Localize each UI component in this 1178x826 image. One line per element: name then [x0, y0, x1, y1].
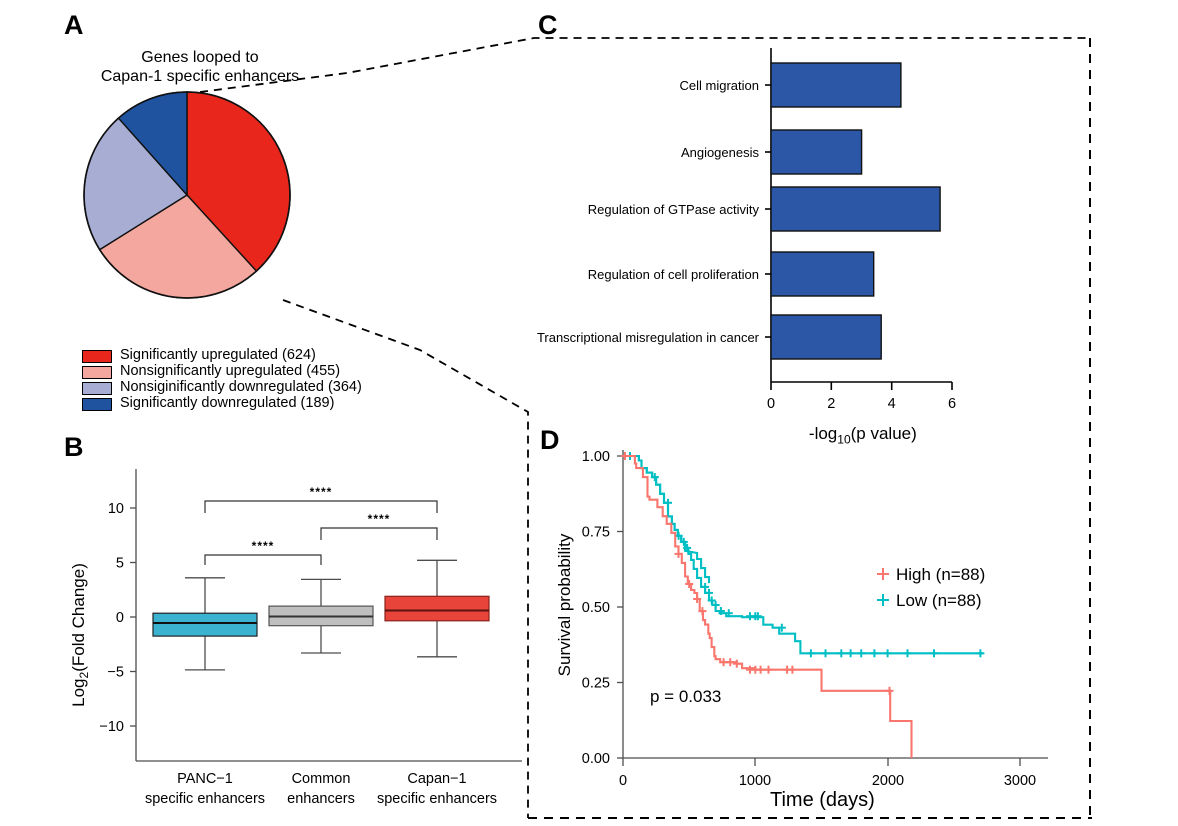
boxplot-xlabel-capan1-l1: Capan−1 — [407, 771, 466, 787]
bar-cell-migration — [770, 62, 902, 108]
go-enrichment-bar-chart: Cell migration Angiogenesis Regulation o… — [537, 48, 956, 412]
pie-outline — [83, 91, 291, 299]
km-x-ticks: 0 1000 2000 3000 — [619, 758, 1036, 789]
stars-common-capan1: **** — [368, 512, 391, 526]
boxplot-xlabel-common-l1: Common — [292, 771, 351, 787]
goc-label-regulation-of-cell-proliferation: Regulation of cell proliferation — [588, 267, 759, 282]
stars-panc1-common: **** — [252, 539, 275, 553]
bracket-panc1-capan1 — [204, 500, 438, 513]
km-xtick-0: 0 — [619, 773, 627, 789]
goc-xtick-0: 0 — [767, 396, 775, 412]
km-legend-marker-low — [877, 594, 889, 606]
goc-bars — [770, 62, 941, 360]
km-legend: High (n=88) Low (n=88) — [877, 565, 985, 610]
goc-xtick-6: 6 — [948, 396, 956, 412]
boxplot-ytick-minus10: −10 — [99, 719, 124, 735]
boxplot-ytick-5: 5 — [116, 556, 124, 572]
goc-label-angiogenesis: Angiogenesis — [681, 145, 760, 160]
box-group-panc1 — [152, 577, 258, 671]
km-xtick-1000: 1000 — [739, 773, 771, 789]
km-y-ticks: 1.00 0.75 0.50 0.25 0.00 — [582, 449, 623, 767]
legend-swatch-nonsignificantly-downregulated — [82, 382, 112, 395]
goc-x-ticks: 0 2 4 6 — [767, 382, 956, 412]
legend-label-significantly-upregulated: Significantly upregulated (624) — [120, 347, 316, 363]
legend-swatch-nonsignificantly-upregulated — [82, 366, 112, 379]
boxplot-y-axis-title: Log2(Fold Change) — [69, 563, 91, 707]
panel-letter-c: C — [538, 10, 558, 40]
goc-x-axis-title-pre: -log — [808, 423, 838, 443]
kaplan-meier-chart: 1.00 0.75 0.50 0.25 0.00 0 1000 2000 300… — [555, 449, 1048, 789]
km-curve-high-steps — [623, 454, 913, 758]
legend-label-significantly-downregulated: Significantly downregulated (189) — [120, 395, 335, 411]
km-xtick-2000: 2000 — [872, 773, 904, 789]
goc-xtick-2: 2 — [827, 396, 835, 412]
goc-label-cell-migration: Cell migration — [680, 78, 759, 93]
boxplot-y-ticks: 10 5 0 −5 −10 — [99, 501, 136, 735]
goc-x-axis-title: -log10(p value) — [790, 403, 917, 467]
km-pvalue-annotation: p = 0.033 — [650, 687, 721, 706]
goc-xtick-4: 4 — [888, 396, 896, 412]
panel-a-title-line2: Capan-1 specific enhancers — [100, 68, 300, 85]
legend-swatch-significantly-upregulated — [82, 350, 112, 363]
bar-regulation-of-cell-proliferation — [770, 251, 875, 297]
boxplot-xlabel-panc1-l2: specific enhancers — [145, 791, 265, 807]
boxplot-xlabel-panc1-l1: PANC−1 — [177, 771, 233, 787]
km-legend-marker-high — [877, 568, 889, 580]
legend-swatch-significantly-downregulated — [82, 398, 112, 411]
boxplot-x-labels: PANC−1 specific enhancers Common enhance… — [145, 771, 497, 807]
panel-a-title-line1: Genes looped to — [141, 49, 259, 66]
goc-x-axis-title-post: (p value) — [850, 423, 917, 443]
km-y-axis-title: Survival probability — [555, 533, 574, 676]
km-curve-low-steps — [623, 454, 984, 655]
km-ytick-075: 0.75 — [582, 525, 610, 541]
pie-chart — [83, 91, 291, 299]
bar-angiogenesis — [770, 129, 863, 175]
bar-regulation-of-gtpase-activity — [770, 186, 941, 232]
panel-letter-b: B — [64, 432, 84, 462]
km-xtick-3000: 3000 — [1004, 773, 1036, 789]
goc-x-axis-title-sub: 10 — [837, 432, 851, 447]
boxplot-xlabel-capan1-l2: specific enhancers — [377, 791, 497, 807]
box-group-common — [268, 578, 374, 654]
boxplot-chart: 10 5 0 −5 −10 Log2(Fold Change) — [69, 469, 522, 807]
box-group-capan1 — [384, 559, 490, 658]
goc-label-transcriptional-misregulation-in-cancer: Transcriptional misregulation in cancer — [537, 330, 760, 345]
km-legend-label-low: Low (n=88) — [896, 591, 982, 610]
km-ytick-025: 0.25 — [582, 676, 610, 692]
km-x-axis-title: Time (days) — [770, 789, 875, 811]
box-capan1 — [384, 595, 490, 622]
legend-label-nonsignificantly-downregulated: Nonsiginificantly downregulated (364) — [120, 379, 362, 395]
panel-letter-d: D — [540, 425, 560, 455]
bracket-common-capan1 — [320, 527, 438, 540]
boxplot-ytick-minus5: −5 — [107, 665, 124, 681]
boxplot-xlabel-common-l2: enhancers — [287, 791, 355, 807]
bar-transcriptional-misregulation-in-cancer — [770, 314, 882, 360]
box-panc1 — [152, 612, 258, 637]
bracket-panc1-common — [204, 554, 322, 565]
significance-brackets: **** **** **** — [204, 485, 438, 565]
panel-letter-a: A — [64, 10, 84, 40]
km-ytick-000: 0.00 — [582, 751, 610, 767]
legend-label-nonsignificantly-upregulated: Nonsignificantly upregulated (455) — [120, 363, 341, 379]
km-ytick-050: 0.50 — [582, 600, 610, 616]
boxplot-ytick-10: 10 — [108, 501, 124, 517]
goc-label-regulation-of-gtpase-activity: Regulation of GTPase activity — [588, 202, 760, 217]
km-censor-marks-low — [621, 452, 985, 658]
boxplot-ytick-0: 0 — [116, 610, 124, 626]
km-censor-marks-high — [621, 452, 894, 695]
stars-panc1-capan1: **** — [310, 485, 333, 499]
km-ytick-100: 1.00 — [582, 449, 610, 465]
km-legend-label-high: High (n=88) — [896, 565, 985, 584]
goc-category-labels: Cell migration Angiogenesis Regulation o… — [537, 78, 771, 345]
